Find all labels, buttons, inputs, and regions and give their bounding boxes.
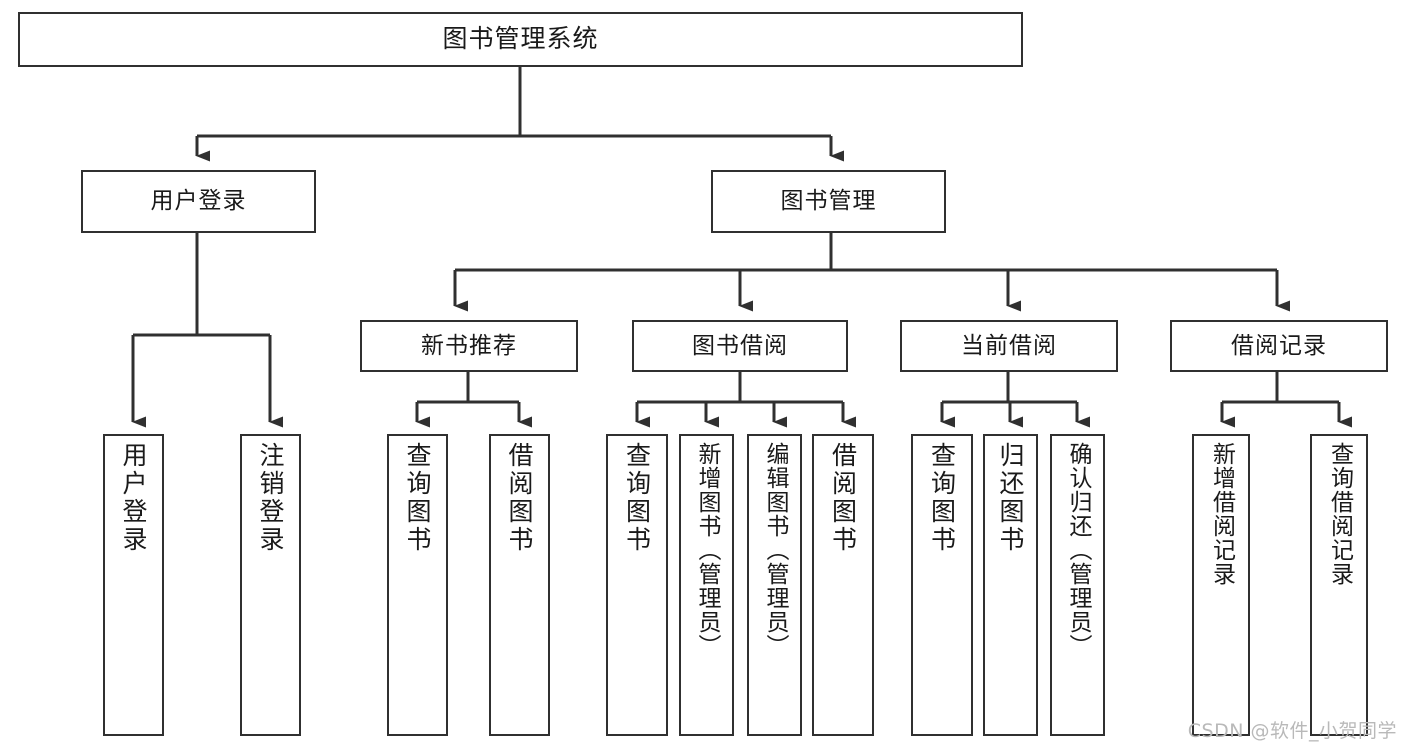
node-label: 用户登录 xyxy=(150,188,247,215)
node-label: 用户登录 xyxy=(119,442,148,554)
leaf-confirm-return[interactable]: 确认归还（管理员） xyxy=(1050,434,1105,736)
node-borrow-record[interactable]: 借阅记录 xyxy=(1170,320,1388,372)
node-book-borrow[interactable]: 图书借阅 xyxy=(632,320,848,372)
node-label: 新书推荐 xyxy=(421,332,517,359)
leaf-query-book-recommend[interactable]: 查询图书 xyxy=(387,434,448,736)
node-label: 查询借阅记录 xyxy=(1326,442,1353,586)
leaf-query-book-borrow[interactable]: 查询图书 xyxy=(606,434,668,736)
node-label: 借阅记录 xyxy=(1231,332,1327,359)
node-label: 编辑图书（管理员） xyxy=(762,442,788,658)
node-user-login[interactable]: 用户登录 xyxy=(81,170,316,233)
node-system-root[interactable]: 图书管理系统 xyxy=(18,12,1023,67)
leaf-query-book-current[interactable]: 查询图书 xyxy=(911,434,973,736)
node-label: 图书管理 xyxy=(780,188,877,215)
leaf-borrow-book-recommend[interactable]: 借阅图书 xyxy=(489,434,550,736)
node-label: 借阅图书 xyxy=(828,442,858,554)
leaf-return-book[interactable]: 归还图书 xyxy=(983,434,1038,736)
csdn-watermark: CSDN @软件_小贺同学 xyxy=(1187,720,1397,742)
node-label: 查询图书 xyxy=(927,442,957,554)
node-label: 注销登录 xyxy=(256,442,285,554)
node-label: 当前借阅 xyxy=(961,332,1057,359)
leaf-query-borrow-record[interactable]: 查询借阅记录 xyxy=(1310,434,1368,736)
node-new-book-recommend[interactable]: 新书推荐 xyxy=(360,320,578,372)
node-label: 新增借阅记录 xyxy=(1208,442,1235,586)
node-label: 图书借阅 xyxy=(692,332,788,359)
leaf-user-logout[interactable]: 注销登录 xyxy=(240,434,301,736)
node-label: 确认归还（管理员） xyxy=(1065,442,1091,658)
node-current-borrow[interactable]: 当前借阅 xyxy=(900,320,1118,372)
node-label: 借阅图书 xyxy=(505,442,534,554)
leaf-add-book[interactable]: 新增图书（管理员） xyxy=(679,434,734,736)
node-book-manage[interactable]: 图书管理 xyxy=(711,170,946,233)
node-label: 新增图书（管理员） xyxy=(694,442,720,658)
leaf-borrow-book[interactable]: 借阅图书 xyxy=(812,434,874,736)
node-label: 查询图书 xyxy=(622,442,652,554)
leaf-user-login[interactable]: 用户登录 xyxy=(103,434,164,736)
node-label: 查询图书 xyxy=(403,442,432,554)
node-label: 归还图书 xyxy=(996,442,1025,554)
leaf-add-borrow-record[interactable]: 新增借阅记录 xyxy=(1192,434,1250,736)
node-label: 图书管理系统 xyxy=(442,24,599,54)
leaf-edit-book[interactable]: 编辑图书（管理员） xyxy=(747,434,802,736)
